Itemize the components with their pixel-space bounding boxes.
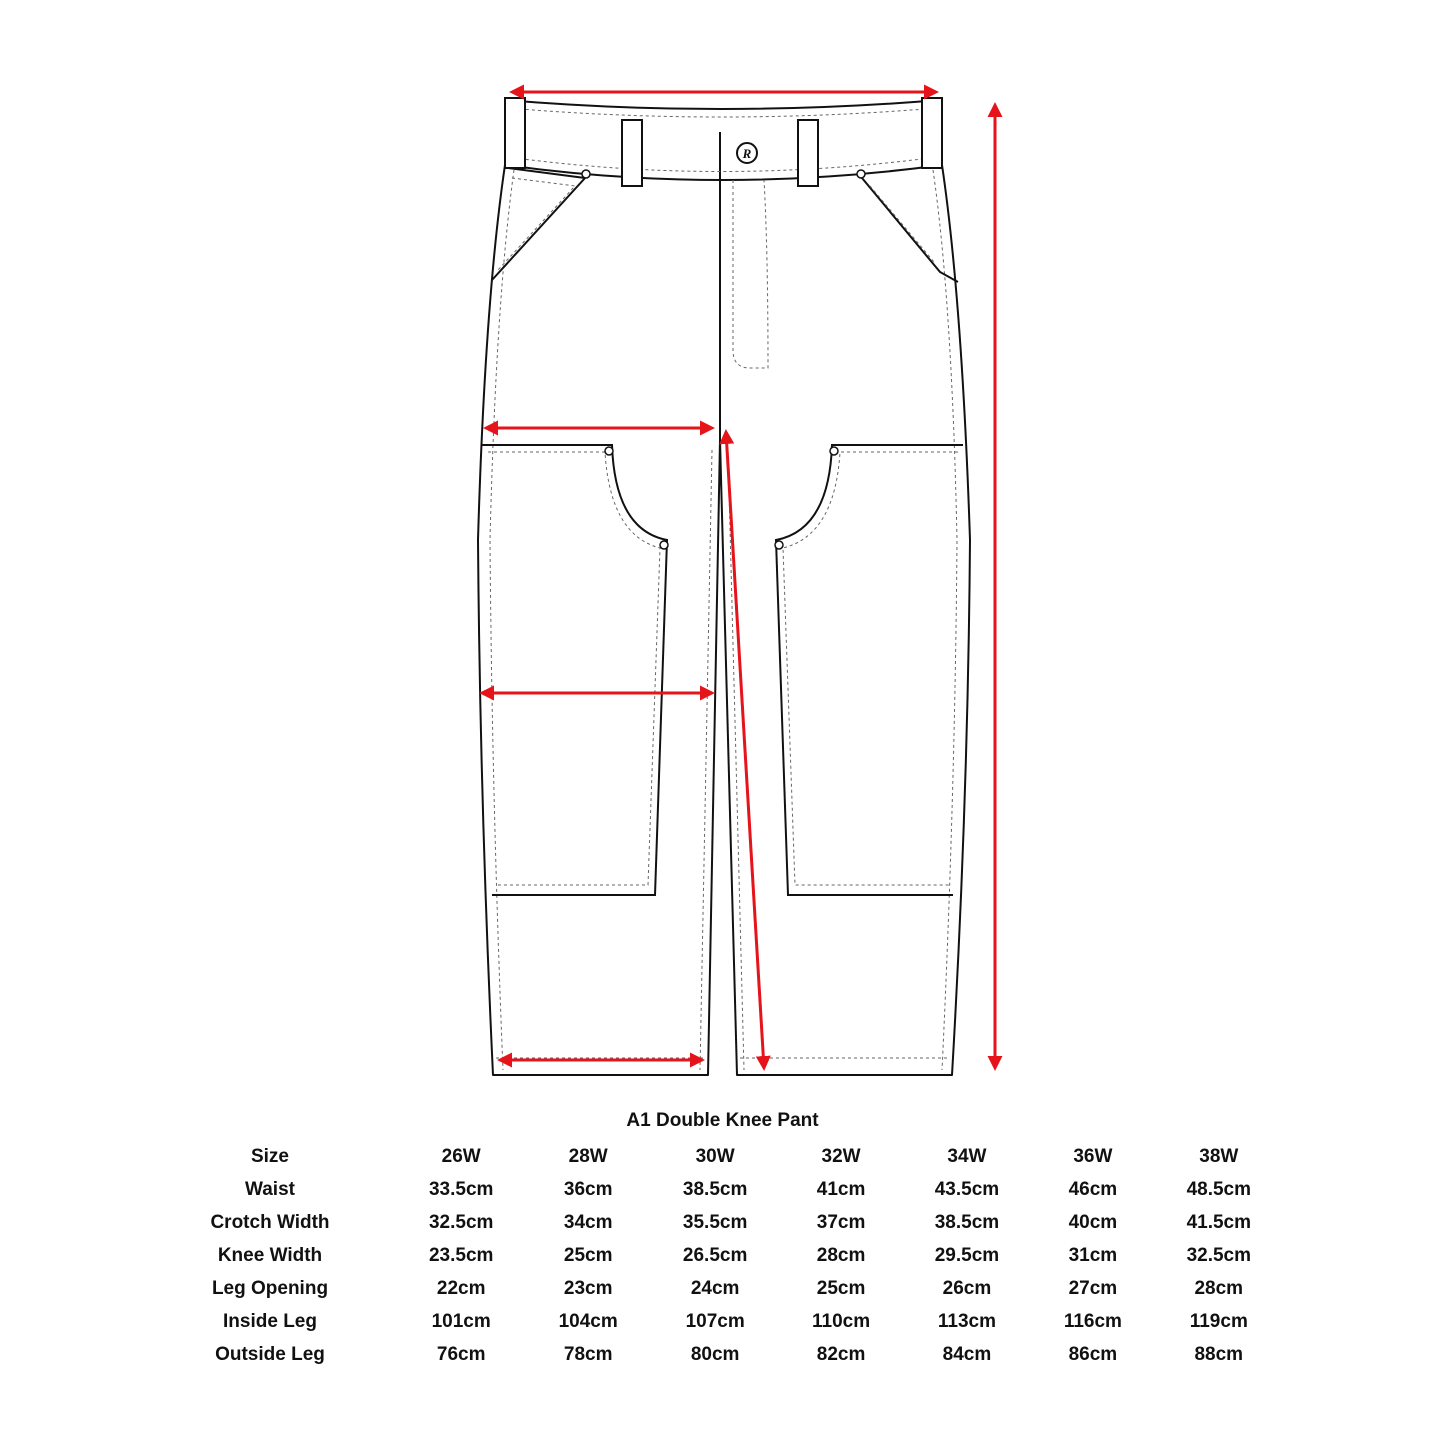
right-knee-panel-stitch (782, 451, 958, 886)
table-cell: 86cm (1068, 1343, 1118, 1365)
table-cell: 76cm (436, 1343, 486, 1365)
left-knee-panel-stitch (488, 451, 661, 886)
table-cell: 46cm (1068, 1178, 1118, 1200)
table-row: Knee Width 23.5cm 25cm 26.5cm 28cm 29.5cm 31cm… (205, 1239, 1285, 1272)
row-label: Knee Width (217, 1244, 323, 1266)
table-row: Inside Leg 101cm 104cm 107cm 110cm 113cm 116cm… (205, 1305, 1285, 1338)
table-cell: 119cm (1189, 1310, 1248, 1332)
rivet (604, 446, 614, 456)
table-cell: 26cm (942, 1277, 992, 1299)
table-cell: 31cm (1068, 1244, 1118, 1266)
table-cell: 23.5cm (428, 1244, 494, 1266)
rivet (581, 169, 591, 179)
table-cell: 34cm (563, 1211, 613, 1233)
column-header: 28W (568, 1145, 608, 1167)
table-cell: 107cm (685, 1310, 745, 1332)
belt-loop-right-front (797, 119, 819, 187)
belt-loop-right-side (921, 97, 943, 169)
column-header: Size (250, 1145, 290, 1167)
table-cell: 48.5cm (1186, 1178, 1252, 1200)
belt-loop-left-front (621, 119, 643, 187)
inside-leg-arrow (719, 429, 771, 1071)
pant-technical-drawing: R (477, 84, 1003, 1076)
row-label: Leg Opening (211, 1277, 329, 1299)
belt-loop-left-side (504, 97, 526, 169)
row-label: Waist (245, 1178, 295, 1200)
table-cell: 36cm (563, 1178, 613, 1200)
left-front-pocket (491, 167, 588, 281)
right-front-pocket (861, 177, 959, 283)
table-cell: 113cm (937, 1310, 997, 1332)
fly-stitch (732, 179, 769, 369)
table-cell: 25cm (563, 1244, 613, 1266)
table-cell: 24cm (690, 1277, 740, 1299)
table-row: Waist 33.5cm 36cm 38.5cm 41cm 43.5cm 46cm 48.5c… (205, 1173, 1285, 1206)
rivet (659, 540, 669, 550)
table-row: Leg Opening 22cm 23cm 24cm 25cm 26cm 27cm 28cm (205, 1272, 1285, 1305)
column-header: 34W (947, 1145, 987, 1167)
right-knee-panel (774, 444, 963, 896)
left-knee-panel (482, 444, 669, 896)
left-outseam-stitch (489, 169, 515, 1071)
right-inseam-stitch (727, 449, 745, 1071)
table-cell: 82cm (816, 1343, 866, 1365)
table-cell: 22cm (436, 1277, 486, 1299)
row-label: Inside Leg (223, 1310, 317, 1332)
table-row: Outside Leg 76cm 78cm 80cm 82cm 84cm 86cm 88cm (205, 1338, 1285, 1371)
row-label: Outside Leg (215, 1343, 325, 1365)
table-cell: 110cm (812, 1310, 871, 1332)
left-front-pocket-stitch (497, 177, 577, 271)
table-cell: 84cm (942, 1343, 992, 1365)
table-cell: 38.5cm (934, 1211, 1000, 1233)
row-label: Crotch Width (210, 1211, 330, 1233)
rivet (829, 446, 839, 456)
logo-glyph: R (742, 146, 752, 161)
product-title: A1 Double Knee Pant (626, 1110, 819, 1131)
table-cell: 29.5cm (934, 1244, 1000, 1266)
table-cell: 40cm (1068, 1211, 1118, 1233)
table-cell: 27cm (1068, 1277, 1118, 1299)
table-cell: 101cm (431, 1310, 491, 1332)
table-cell: 116cm (1063, 1310, 1122, 1332)
column-header: 32W (821, 1145, 861, 1167)
table-cell: 32.5cm (1186, 1244, 1252, 1266)
table-cell: 37cm (816, 1211, 866, 1233)
table-row: Crotch Width 32.5cm 34cm 35.5cm 37cm 38.5cm 40… (205, 1206, 1285, 1239)
table-cell: 104cm (558, 1310, 618, 1332)
rivet (774, 540, 784, 550)
table-cell: 38.5cm (682, 1178, 748, 1200)
column-header: 38W (1199, 1145, 1239, 1167)
pant-outline (477, 164, 971, 1076)
table-cell: 25cm (816, 1277, 866, 1299)
table-cell: 26.5cm (682, 1244, 748, 1266)
table-cell: 33.5cm (428, 1178, 494, 1200)
right-outseam-stitch (932, 169, 958, 1071)
waistband-stitch-bottom (507, 156, 938, 172)
table-cell: 23cm (563, 1277, 613, 1299)
table-cell: 41cm (816, 1178, 866, 1200)
left-inseam-stitch (699, 449, 713, 1071)
table-cell: 41.5cm (1186, 1211, 1252, 1233)
table-cell: 35.5cm (682, 1211, 748, 1233)
logo-badge: R (736, 142, 758, 164)
size-chart-table: Size 26W 28W 30W 32W 34W 36W 38W Waist 33… (205, 1140, 1285, 1371)
column-header: 36W (1073, 1145, 1113, 1167)
table-cell: 28cm (816, 1244, 866, 1266)
column-header: 30W (695, 1145, 735, 1167)
table-cell: 43.5cm (934, 1178, 1000, 1200)
table-cell: 88cm (1194, 1343, 1244, 1365)
table-cell: 32.5cm (428, 1211, 494, 1233)
right-front-pocket-stitch (869, 185, 935, 263)
column-header: 26W (441, 1145, 481, 1167)
table-cell: 28cm (1194, 1277, 1244, 1299)
table-cell: 78cm (563, 1343, 613, 1365)
size-header-row: Size 26W 28W 30W 32W 34W 36W 38W (205, 1140, 1285, 1173)
table-cell: 80cm (690, 1343, 740, 1365)
rivet (856, 169, 866, 179)
